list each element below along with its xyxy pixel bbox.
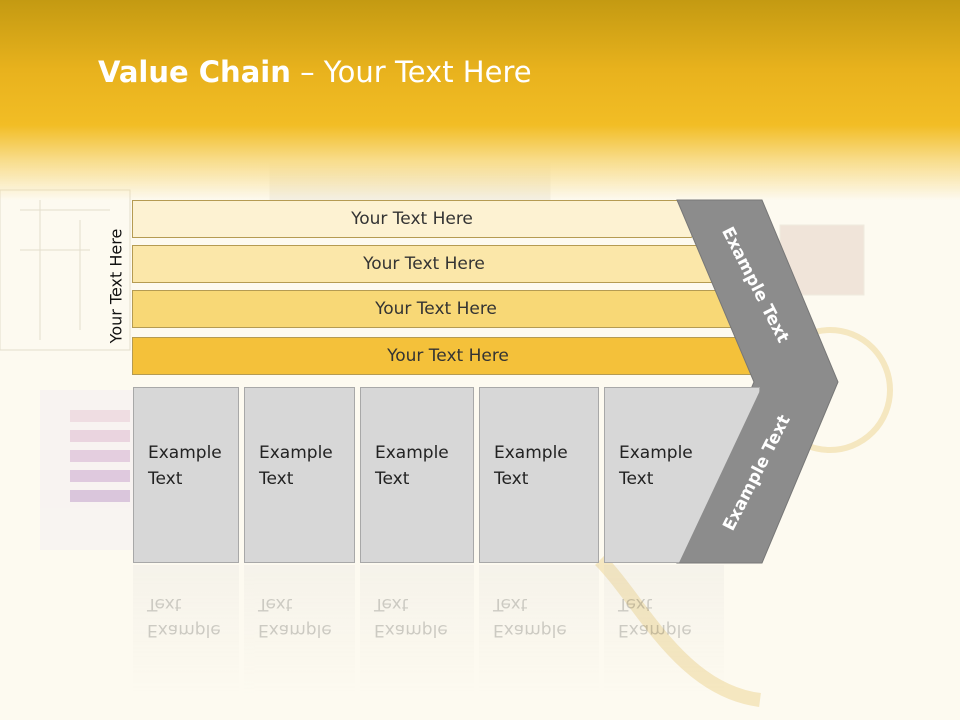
- box-line-2: Text: [619, 469, 654, 489]
- box-line-1: Example: [619, 443, 693, 463]
- value-band-4[interactable]: Your Text Here: [132, 337, 764, 375]
- title-rest: – Your Text Here: [290, 55, 532, 89]
- band-label: Your Text Here: [375, 299, 497, 319]
- box-line-1: Example: [259, 443, 333, 463]
- band-label: Your Text Here: [387, 346, 509, 366]
- box-line-2: Text: [375, 469, 410, 489]
- box-line-1: Example: [494, 443, 568, 463]
- value-band-3[interactable]: Your Text Here: [132, 290, 740, 328]
- header-banner: [0, 0, 960, 200]
- value-band-1[interactable]: Your Text Here: [132, 200, 692, 238]
- box-line-1: Example: [375, 443, 449, 463]
- title-bold: Value Chain: [98, 55, 291, 89]
- box-line-2: Text: [494, 469, 529, 489]
- band-label: Your Text Here: [363, 254, 485, 274]
- box-line-2: Text: [259, 469, 294, 489]
- box-line-2: Text: [148, 469, 183, 489]
- box-line-1: Example: [148, 443, 222, 463]
- band-label: Your Text Here: [351, 209, 473, 229]
- value-band-2[interactable]: Your Text Here: [132, 245, 716, 283]
- slide-title: Value Chain – Your Text Here: [98, 55, 532, 89]
